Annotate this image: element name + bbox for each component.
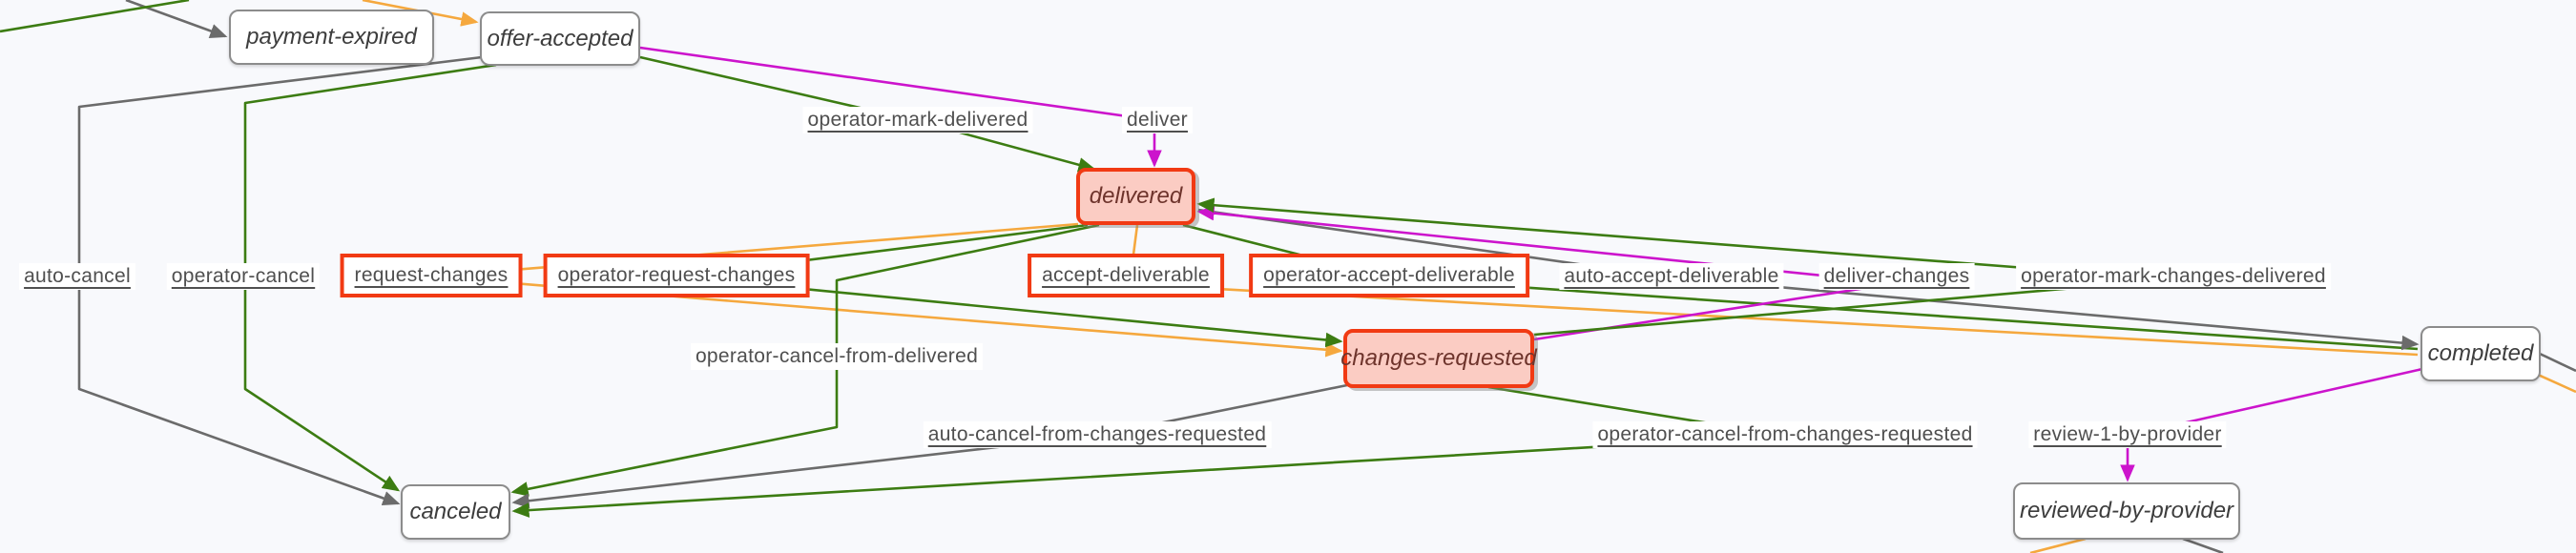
edge-label-review-1-by-provider[interactable]: review-1-by-provider (2028, 421, 2227, 448)
node-reviewed-by-provider[interactable]: reviewed-by-provider (2013, 482, 2240, 540)
edge-offscreen-into-payment-expired (125, 0, 228, 38)
edge-completed-out-right-1 (2539, 352, 2576, 373)
edge-label-operator-cancel-from-delivered: operator-cancel-from-delivered (690, 343, 984, 370)
edge-label-auto-cancel-from-changes-requested[interactable]: auto-cancel-from-changes-requested (923, 421, 1272, 448)
node-changes-requested[interactable]: changes-requested (1340, 329, 1537, 388)
node-canceled[interactable]: canceled (401, 484, 510, 540)
edge-label-operator-accept-deliverable[interactable]: operator-accept-deliverable (1249, 254, 1529, 297)
edge-reviewed-out-bottom-1 (2029, 537, 2087, 553)
edge-label-request-changes[interactable]: request-changes (340, 254, 523, 297)
edge-label-deliver[interactable]: deliver (1122, 107, 1193, 133)
edge-label-deliver-changes[interactable]: deliver-changes (1818, 263, 1975, 290)
edge-label-operator-mark-delivered[interactable]: operator-mark-delivered (802, 107, 1033, 133)
edge-label-auto-cancel[interactable]: auto-cancel (19, 263, 135, 290)
edge-label-operator-cancel-from-changes-requested[interactable]: operator-cancel-from-changes-requested (1592, 421, 1978, 448)
edge-offscreen-top-left (0, 0, 190, 33)
edge-label-auto-accept-deliverable[interactable]: auto-accept-deliverable (1559, 263, 1784, 290)
edge-completed-out-right-2 (2535, 372, 2576, 394)
node-offer-accepted[interactable]: offer-accepted (480, 11, 640, 66)
node-delivered[interactable]: delivered (1076, 168, 1195, 225)
node-completed[interactable]: completed (2420, 326, 2541, 381)
edge-label-operator-mark-changes-delivered[interactable]: operator-mark-changes-delivered (2016, 263, 2331, 290)
edge-label-operator-cancel[interactable]: operator-cancel (166, 263, 321, 290)
edge-label-operator-request-changes[interactable]: operator-request-changes (543, 254, 810, 297)
edge-operator-cancel-from-changes-requested (511, 385, 1787, 518)
edge-operator-cancel (243, 63, 497, 492)
edge-auto-cancel (77, 55, 483, 506)
edge-label-accept-deliverable[interactable]: accept-deliverable (1028, 254, 1224, 297)
edge-reviewed-out-bottom-2 (2182, 537, 2224, 553)
node-payment-expired[interactable]: payment-expired (229, 10, 434, 65)
